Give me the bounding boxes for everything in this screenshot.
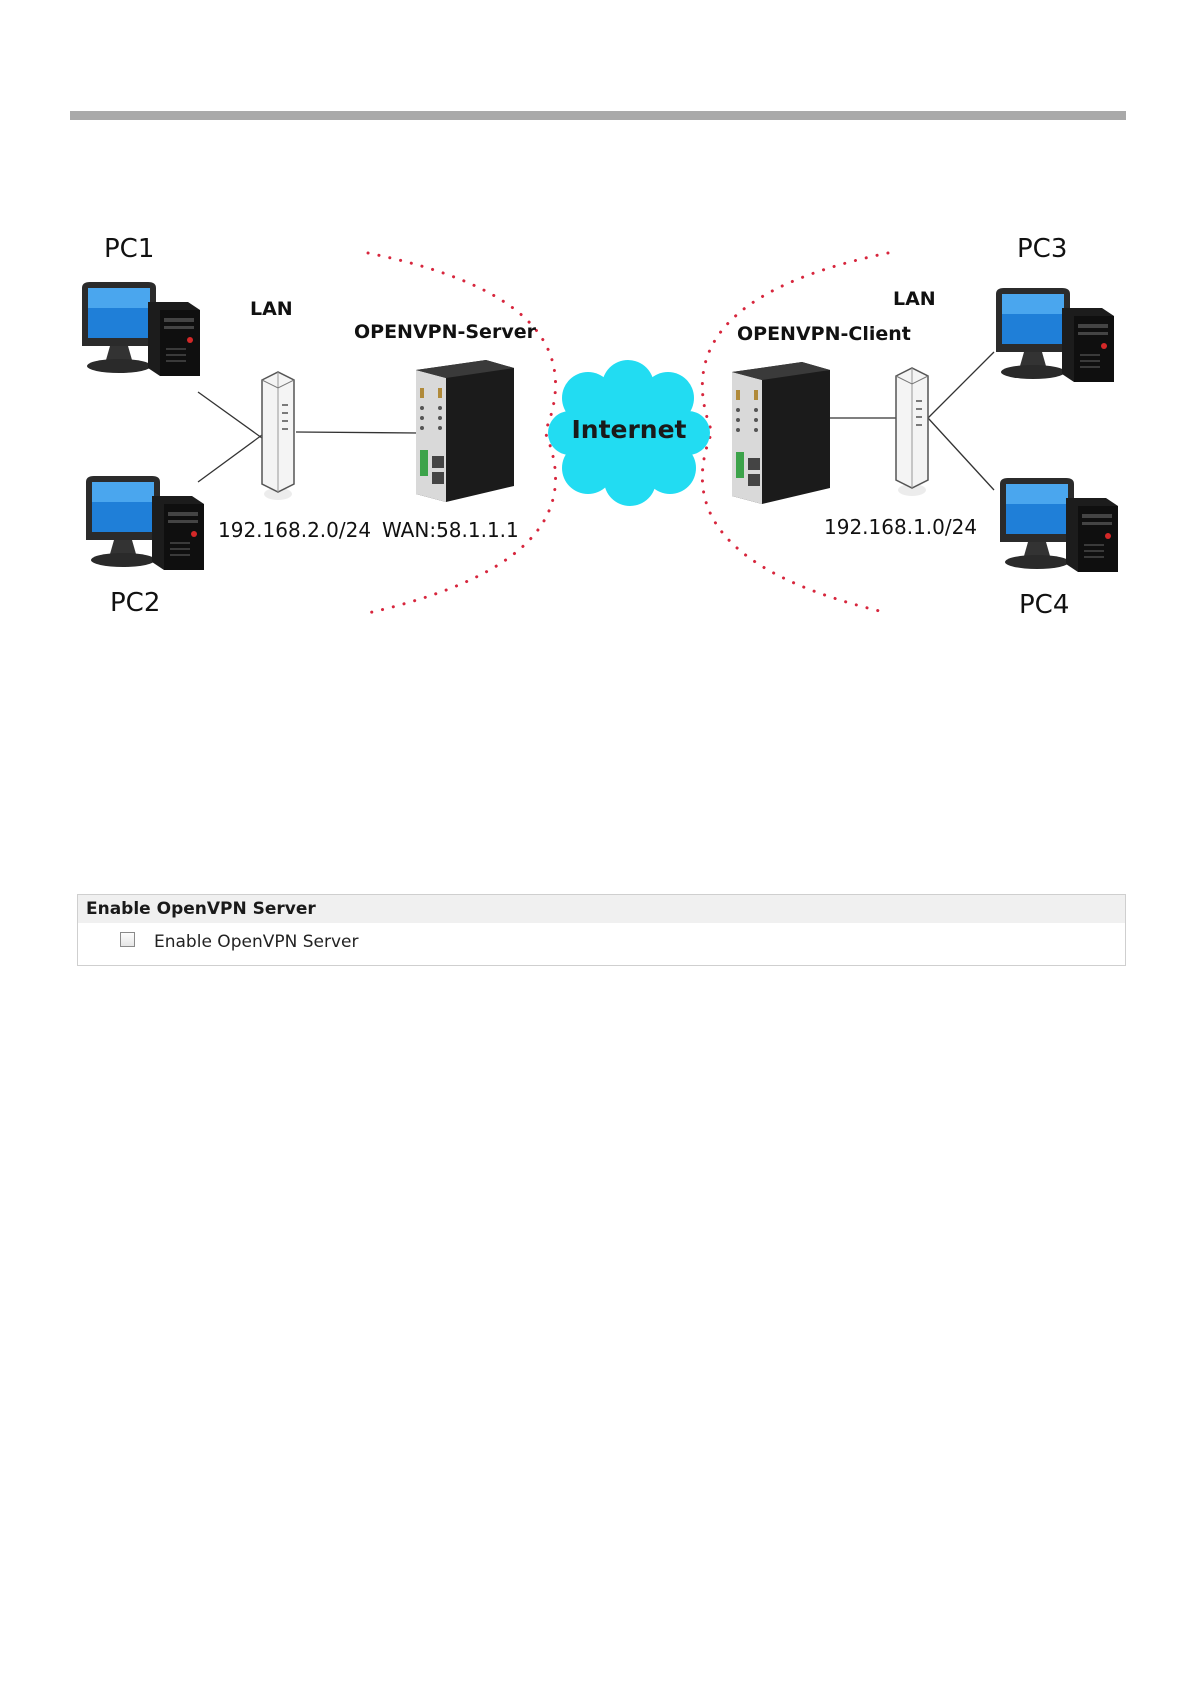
link-switch-pc4: [928, 418, 994, 490]
openvpn-client-label: OPENVPN-Client: [737, 323, 911, 345]
pc4-computer-icon: [998, 476, 1118, 580]
link-pc2-switch: [198, 435, 262, 482]
left-subnet-label: 192.168.2.0/24: [218, 518, 371, 542]
pc2-label: PC2: [110, 588, 160, 618]
network-diagram: PC1 PC2 PC3 PC4 LAN OPENVPN-Server LAN O…: [0, 0, 1191, 700]
pc1-label: PC1: [104, 234, 154, 264]
enable-openvpn-server-label[interactable]: Enable OpenVPN Server: [154, 932, 358, 952]
openvpn-server-router-icon: [416, 358, 514, 504]
left-lan-label: LAN: [250, 298, 293, 320]
right-lan-label: LAN: [893, 288, 936, 310]
pc4-label: PC4: [1019, 590, 1069, 620]
pc3-computer-icon: [994, 286, 1114, 390]
pc2-computer-icon: [84, 474, 204, 578]
openvpn-server-label: OPENVPN-Server: [354, 321, 536, 343]
link-switch-server: [296, 432, 418, 433]
wan-address-label: WAN:58.1.1.1: [382, 518, 519, 542]
openvpn-server-panel: Enable OpenVPN Server Enable OpenVPN Ser…: [77, 894, 1126, 966]
right-subnet-label: 192.168.1.0/24: [824, 515, 977, 539]
enable-openvpn-row: Enable OpenVPN Server: [78, 923, 1125, 964]
link-switch-pc3: [928, 352, 994, 418]
pc3-label: PC3: [1017, 234, 1067, 264]
enable-openvpn-server-checkbox[interactable]: [120, 932, 135, 947]
pc1-computer-icon: [80, 280, 200, 384]
openvpn-client-router-icon: [732, 360, 830, 506]
internet-label: Internet: [548, 415, 710, 444]
right-switch-icon: [890, 366, 934, 500]
left-switch-icon: [256, 370, 300, 504]
panel-title: Enable OpenVPN Server: [78, 895, 1125, 923]
link-pc1-switch: [198, 392, 262, 438]
